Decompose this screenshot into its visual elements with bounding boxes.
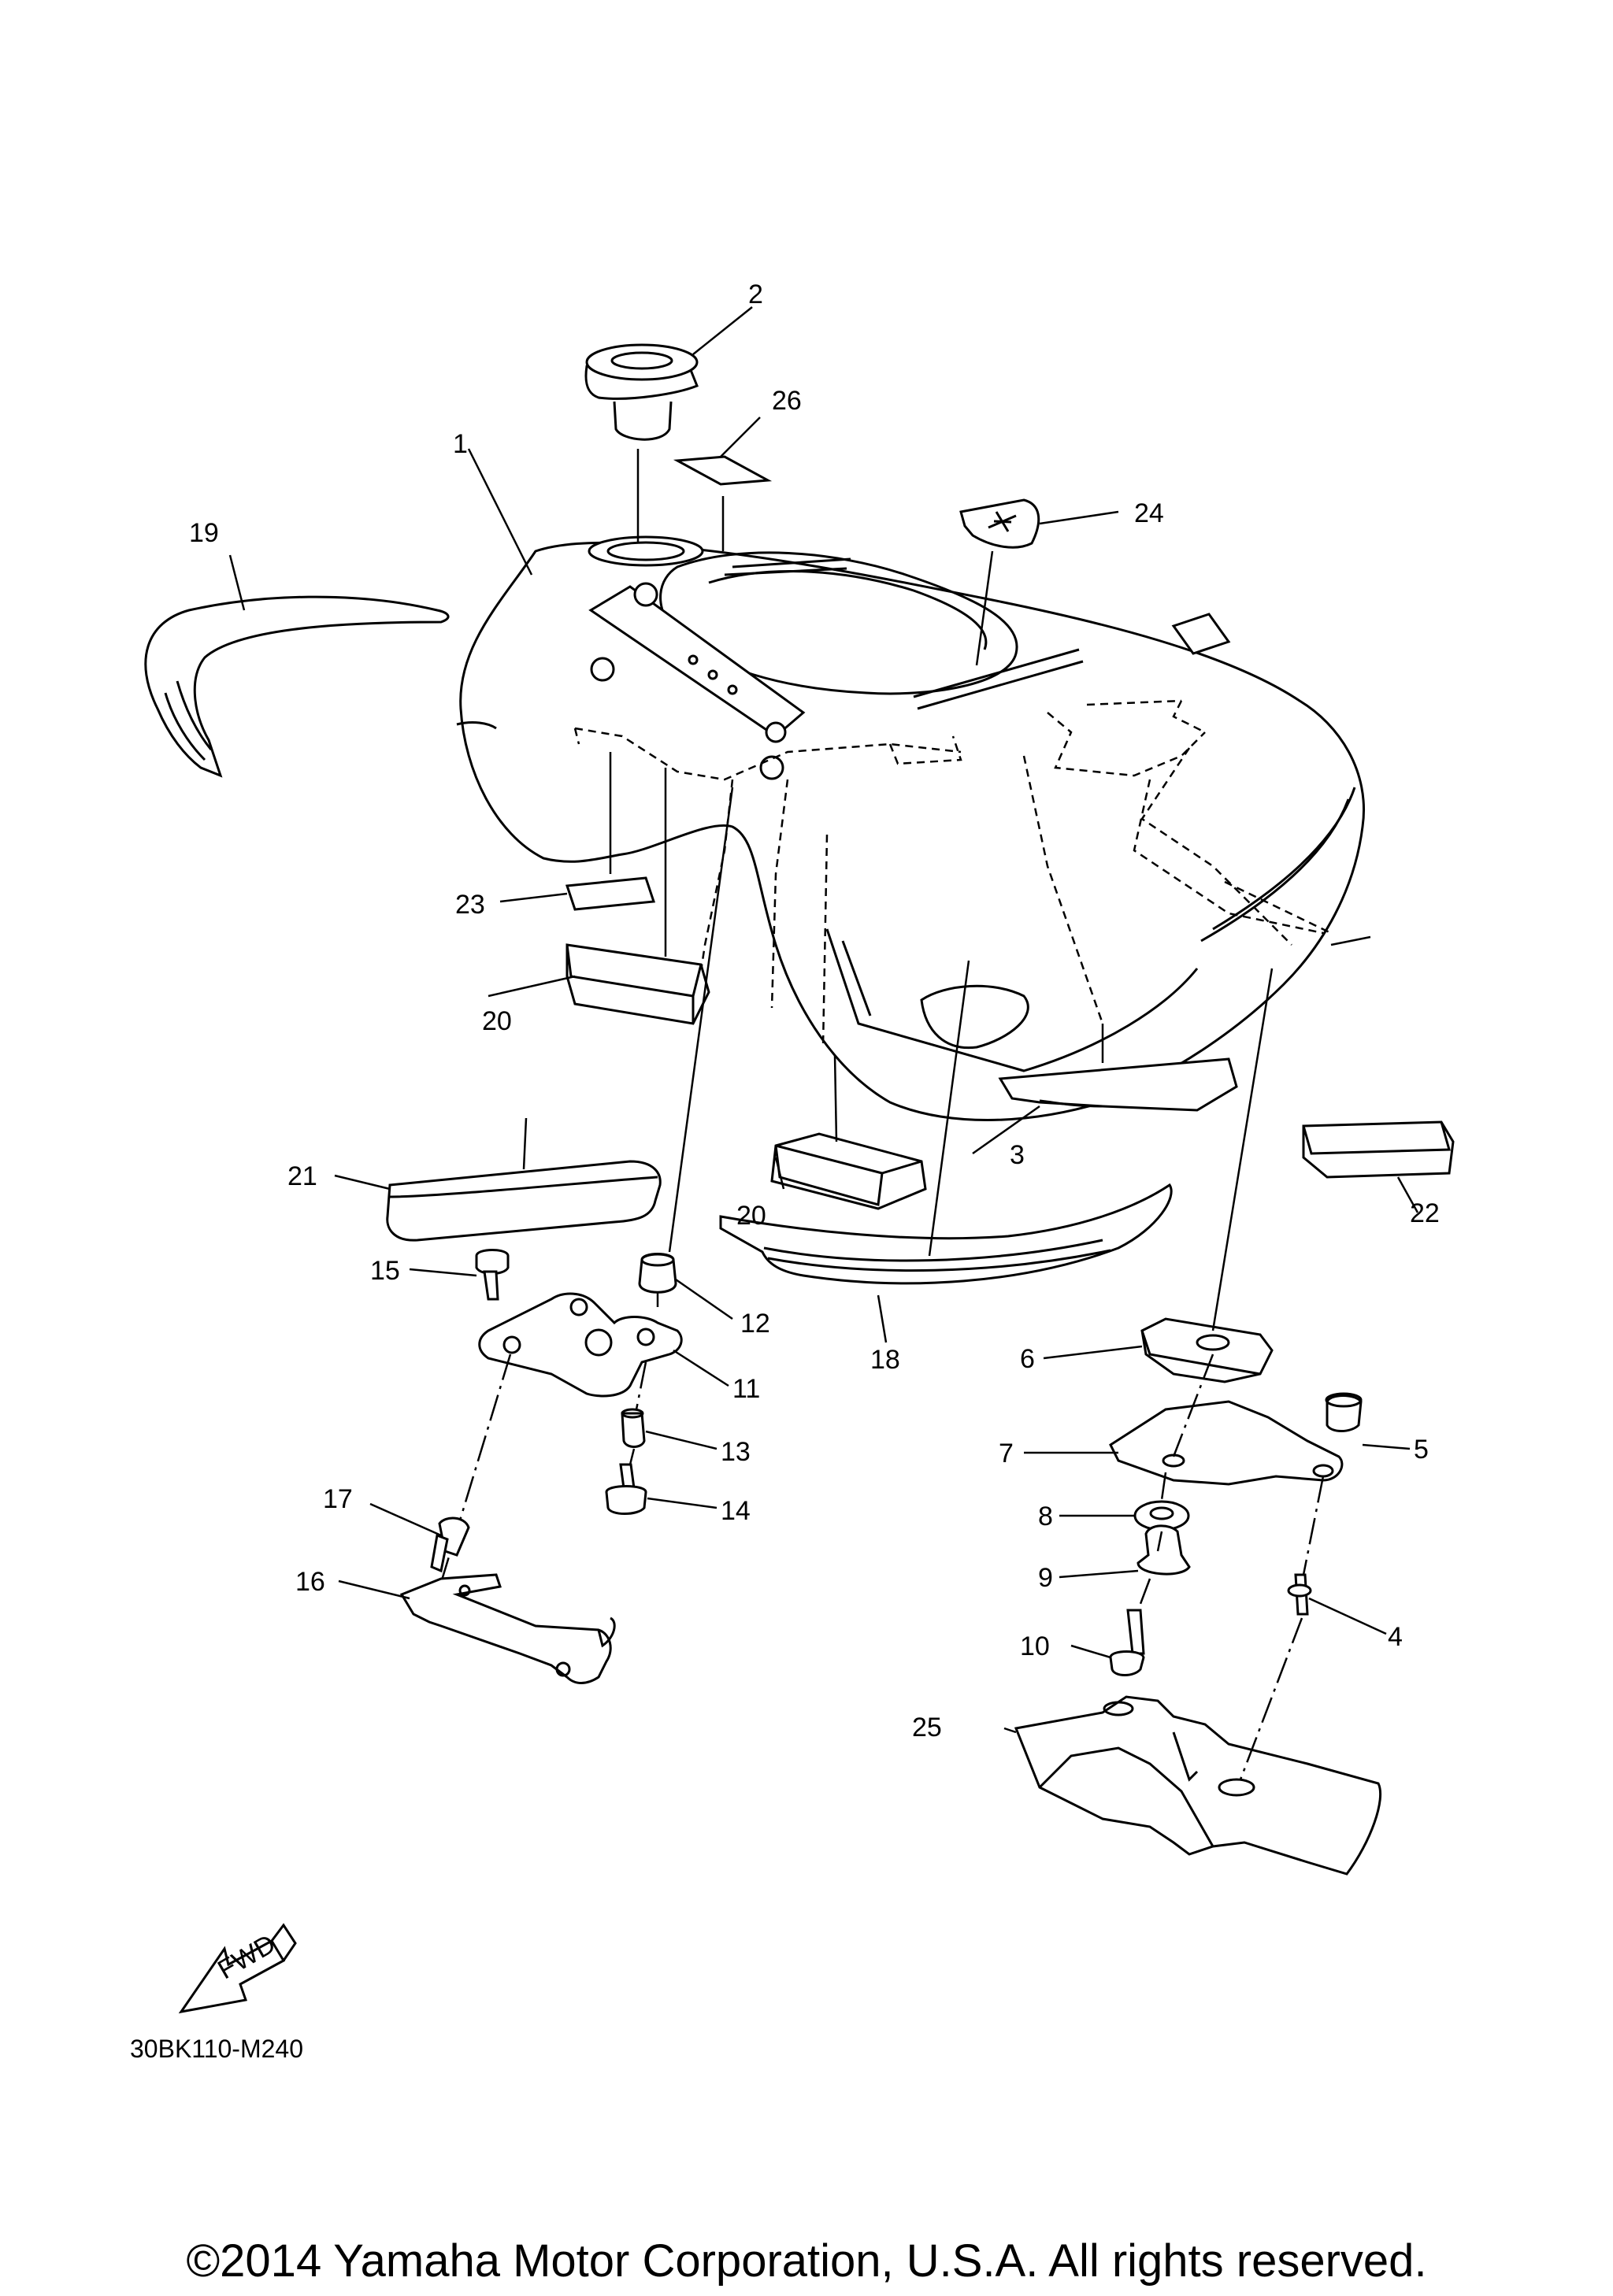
callout-11: 11: [732, 1374, 760, 1404]
diagram-ref-code: 30BK110-M240: [130, 2035, 303, 2063]
callout-2: 2: [748, 280, 763, 309]
callout-14: 14: [721, 1496, 751, 1526]
copyright-notice: ©2014 Yamaha Motor Corporation, U.S.A. A…: [186, 2235, 1427, 2287]
fuel-tank: [456, 535, 1365, 1121]
callout-10: 10: [1020, 1631, 1050, 1661]
emblem-decal: [959, 498, 1119, 666]
callout-21: 21: [287, 1161, 317, 1191]
callout-20b: 20: [736, 1201, 766, 1231]
damper-block-lower: [770, 1054, 927, 1210]
callout-labels: 1 2 3 4 5 6 7 8 9 10 11 12 13 14 15 16 1…: [189, 280, 1440, 1742]
callout-3: 3: [1010, 1140, 1025, 1170]
damper-block-upper: [565, 768, 710, 1025]
callout-8: 8: [1038, 1502, 1053, 1531]
callout-25: 25: [912, 1713, 942, 1742]
callout-17: 17: [323, 1484, 353, 1514]
pad-thin: [565, 752, 656, 911]
fwd-arrow-icon: FWD: [178, 1923, 297, 2014]
bracket-left-assembly: [439, 787, 734, 1583]
bracket-right-assembly: [1014, 935, 1382, 1876]
callout-12: 12: [740, 1309, 770, 1339]
trim-strip-left: [144, 554, 450, 778]
callout-19: 19: [189, 518, 219, 548]
callout-26: 26: [772, 386, 802, 416]
callout-22: 22: [1410, 1198, 1440, 1228]
leader-lines: [334, 306, 1419, 1734]
callout-13: 13: [721, 1437, 751, 1467]
label-sticker: [673, 417, 773, 551]
callout-5: 5: [1414, 1435, 1429, 1465]
bracket-lower-left: [399, 1516, 616, 1684]
callout-16: 16: [295, 1567, 325, 1597]
callout-4: 4: [1388, 1622, 1403, 1652]
callout-20a: 20: [482, 1006, 512, 1036]
callout-24: 24: [1134, 498, 1164, 528]
callout-15: 15: [370, 1256, 400, 1286]
damper-right: [1302, 1120, 1455, 1179]
callout-6: 6: [1020, 1344, 1035, 1374]
trim-strip-lower: [719, 960, 1173, 1285]
callout-7: 7: [999, 1439, 1014, 1468]
fuel-cap: [584, 343, 699, 543]
side-cover: [998, 1024, 1238, 1112]
callout-9: 9: [1038, 1563, 1053, 1593]
callout-1: 1: [453, 429, 468, 459]
callout-18: 18: [870, 1345, 900, 1375]
callout-23: 23: [455, 890, 485, 920]
damper-long: [386, 1117, 662, 1242]
